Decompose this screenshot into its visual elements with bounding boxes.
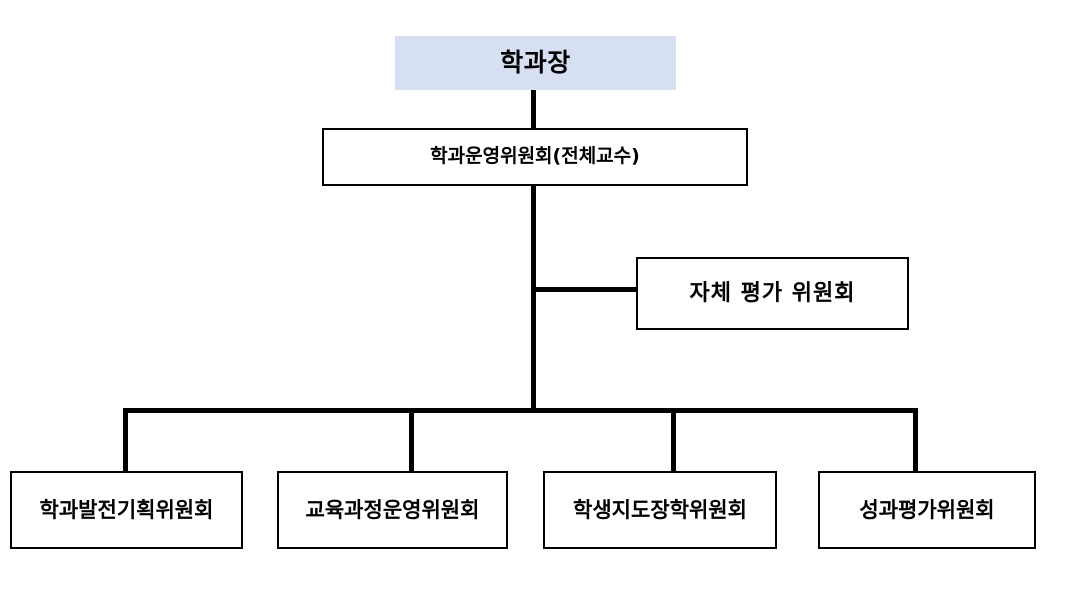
node-performance-evaluation-committee: 성과평가위원회: [818, 471, 1036, 549]
node-development-planning-committee: 학과발전기획위원회: [10, 471, 243, 549]
node-student-guidance-scholarship-committee: 학생지도장학위원회: [543, 471, 777, 549]
node-department-head: 학과장: [395, 36, 676, 90]
connector-head-to-operating-committee: [531, 89, 536, 129]
node-department-operating-committee: 학과운영위원회(전체교수): [322, 128, 748, 186]
node-self-evaluation-committee: 자체 평가 위원회: [636, 257, 909, 330]
node-curriculum-operating-committee: 교육과정운영위원회: [277, 471, 508, 549]
connector-drop-to-leaf-2: [671, 408, 676, 473]
connector-drop-to-leaf-3: [913, 408, 918, 473]
connector-to-self-evaluation-committee: [531, 287, 638, 292]
connector-fanout-bar: [123, 408, 918, 413]
connector-drop-to-leaf-0: [123, 408, 128, 473]
connector-drop-to-leaf-1: [409, 408, 414, 473]
connector-main-trunk: [531, 185, 536, 413]
